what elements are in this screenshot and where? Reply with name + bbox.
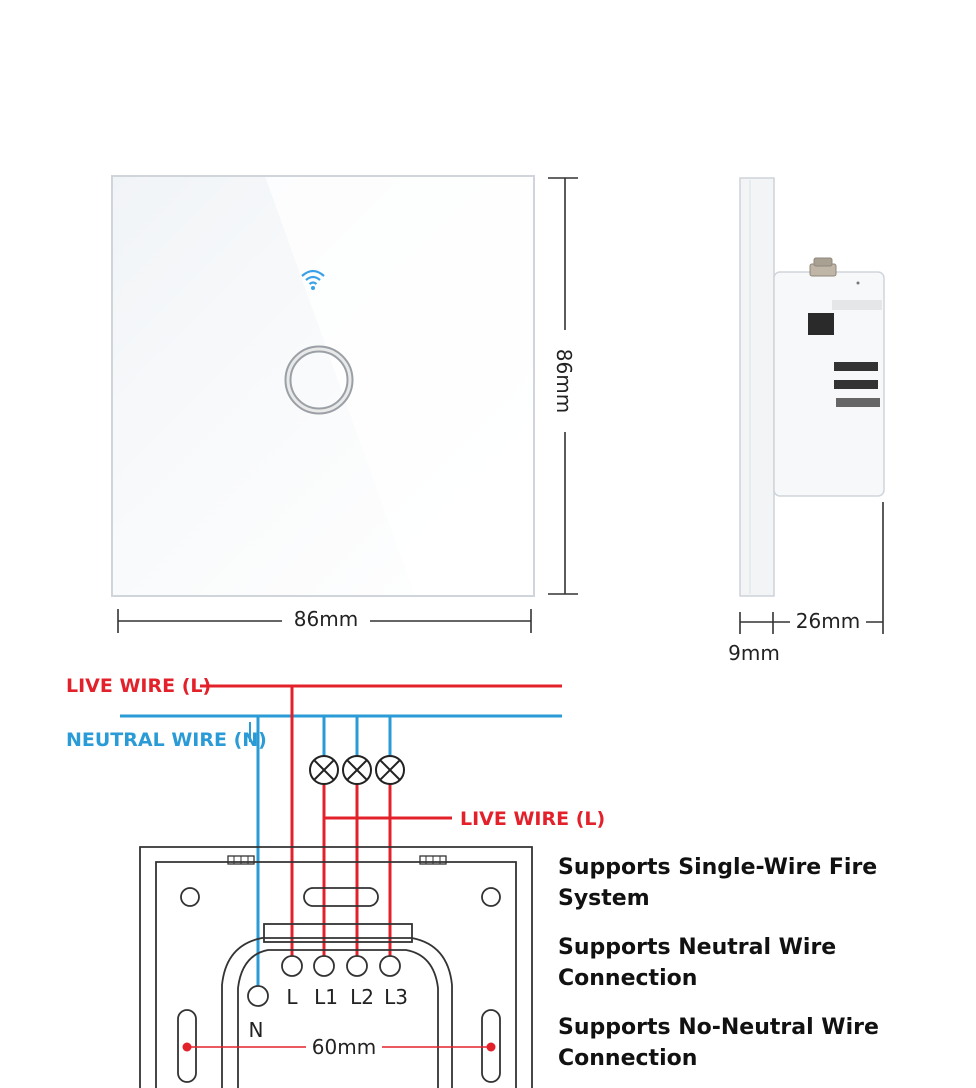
terminal-l3: L3 [379, 955, 408, 1009]
terminal-n: N [247, 985, 269, 1042]
feature-neutral-wire: Supports Neutral Wire Connection [558, 935, 837, 991]
lamp-1-icon [309, 755, 339, 785]
live-wire-load-label: LIVE WIRE (L) [460, 808, 605, 830]
wifi-icon [301, 269, 325, 290]
neutral-wire: NEUTRAL WIRE (N) [66, 714, 562, 751]
front-height-label: 86mm [552, 349, 576, 413]
mount-spacing-dimension: 60mm [182, 1035, 496, 1059]
side-depth-label: 26mm [796, 609, 860, 633]
terminal-l1-label: L1 [314, 985, 338, 1009]
neutral-wire-label: NEUTRAL WIRE (N) [66, 729, 267, 751]
feature-single-wire: Supports Single-Wire Fire System [558, 855, 878, 911]
front-width-dimension: 86mm [117, 607, 532, 633]
live-wire-load: LIVE WIRE (L) [324, 808, 605, 830]
switch-back-box [139, 846, 533, 1088]
lamp-2-icon [342, 755, 372, 785]
front-height-dimension: 86mm [548, 177, 578, 595]
feature-no-neutral-wire: Supports No-Neutral Wire Connection [558, 1015, 879, 1071]
live-wire-top-label: LIVE WIRE (L) [66, 675, 211, 697]
switch-side-view [739, 177, 885, 597]
live-wire-top: LIVE WIRE (L) [66, 675, 562, 697]
terminal-n-label: N [249, 1018, 264, 1042]
terminal-l-label: L [286, 985, 298, 1009]
panel-thickness-label: 9mm [728, 641, 780, 665]
terminal-l: L [281, 955, 303, 1009]
side-dimensions: 26mm 9mm [728, 502, 884, 665]
touch-button-ring-icon [284, 345, 354, 415]
terminal-l2-label: L2 [350, 985, 374, 1009]
terminal-l2: L2 [346, 955, 374, 1009]
switch-front-panel [111, 175, 535, 597]
front-width-label: 86mm [294, 607, 358, 631]
terminal-l3-label: L3 [384, 985, 408, 1009]
lamp-3-icon [375, 755, 405, 785]
mount-spacing-label: 60mm [312, 1035, 376, 1059]
terminal-l1: L1 [313, 955, 338, 1009]
